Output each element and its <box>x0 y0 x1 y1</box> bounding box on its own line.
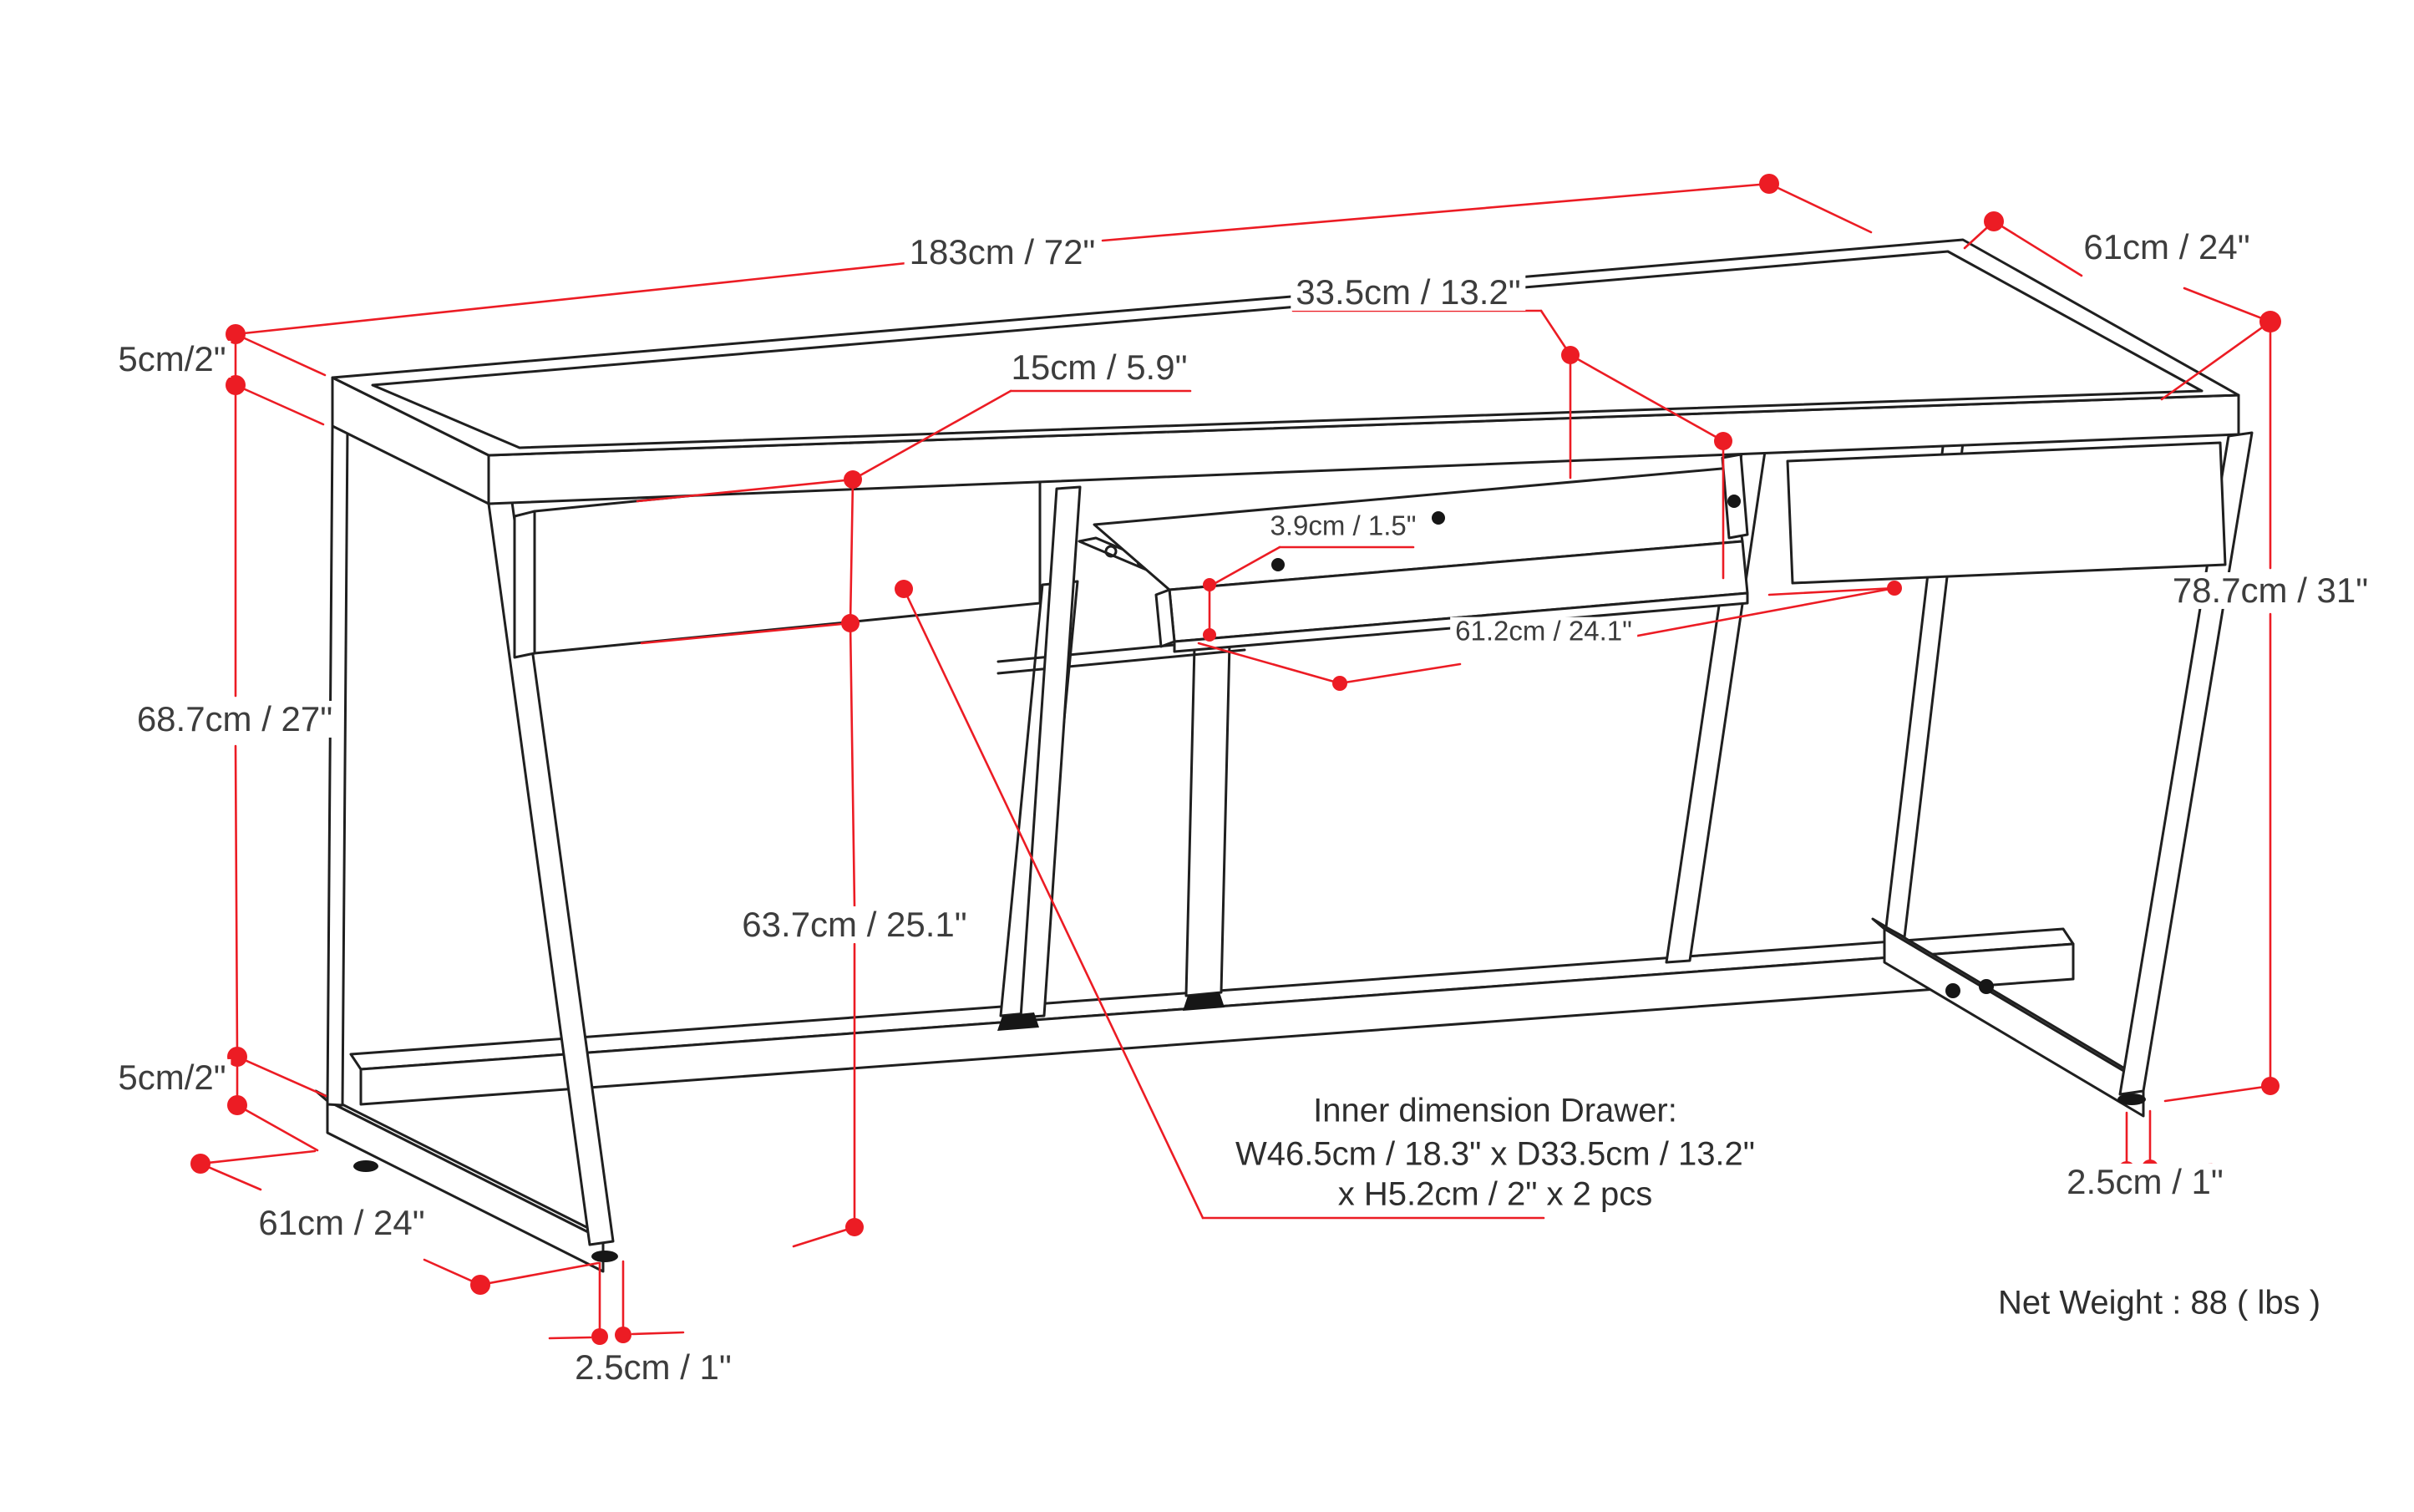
label-knee-clearance: 68.7cm / 27" <box>131 700 338 738</box>
label-tray-thickness: 3.9cm / 1.5" <box>1265 511 1422 541</box>
dim-tray-width <box>1197 586 1896 685</box>
note-inner-drawer-line3: x H5.2cm / 2" x 2 pcs <box>1337 1175 1653 1213</box>
leader-inner-drawer-note <box>902 587 1545 1220</box>
desktop <box>331 238 2240 505</box>
keyboard-tray <box>1078 453 1749 653</box>
knob-icon <box>1727 495 1741 508</box>
label-opening-depth: 33.5cm / 13.2" <box>1291 273 1526 312</box>
dim-knee-clearance <box>234 383 239 1058</box>
label-top-width: 183cm / 72" <box>904 233 1101 271</box>
label-base-depth: 61cm / 24" <box>253 1204 430 1242</box>
label-top-depth: 61cm / 24" <box>2078 228 2255 266</box>
left-end-frame <box>326 424 615 1246</box>
dimension-lines <box>199 182 2272 1340</box>
left-drawer <box>513 459 1042 659</box>
label-foot-right: 2.5cm / 1" <box>2062 1163 2229 1201</box>
label-base-thickness: 5cm/2" <box>113 1058 231 1097</box>
dim-base-depth <box>199 1149 600 1286</box>
left-floor-runner <box>314 1089 605 1273</box>
dim-under-drawer-clearance <box>792 622 856 1248</box>
note-net-weight: Net Weight : 88 ( lbs ) <box>1997 1284 2321 1322</box>
dim-tray-thickness <box>1208 545 1415 637</box>
label-under-drawer-clearance: 63.7cm / 25.1" <box>737 906 972 944</box>
label-total-height: 78.7cm / 31" <box>2167 571 2374 610</box>
vent-dot-icon <box>1945 983 1960 998</box>
hardware-feet-and-knobs <box>353 495 2146 1262</box>
right-drawer <box>1786 441 2227 585</box>
label-top-thickness: 5cm/2" <box>113 340 231 378</box>
dim-top-width <box>234 182 1873 336</box>
label-foot-left: 2.5cm / 1" <box>570 1348 737 1387</box>
note-inner-drawer-line1: Inner dimension Drawer: <box>1313 1092 1677 1129</box>
vent-dot-icon <box>1979 979 1994 994</box>
dim-total-height <box>2160 320 2272 1103</box>
label-drawer-height: 15cm / 5.9" <box>1006 348 1193 387</box>
dim-drawer-height <box>636 389 1192 645</box>
dim-base-thickness <box>236 1055 327 1152</box>
right-floor-runner <box>1871 917 2145 1118</box>
knob-icon <box>1271 558 1285 571</box>
dim-top-thickness <box>234 332 327 426</box>
note-inner-drawer-line2: W46.5cm / 18.3" x D33.5cm / 13.2" <box>1235 1135 1755 1173</box>
label-tray-width: 61.2cm / 24.1" <box>1450 616 1637 647</box>
dim-foot-left <box>548 1260 685 1340</box>
knob-icon <box>1432 511 1445 525</box>
